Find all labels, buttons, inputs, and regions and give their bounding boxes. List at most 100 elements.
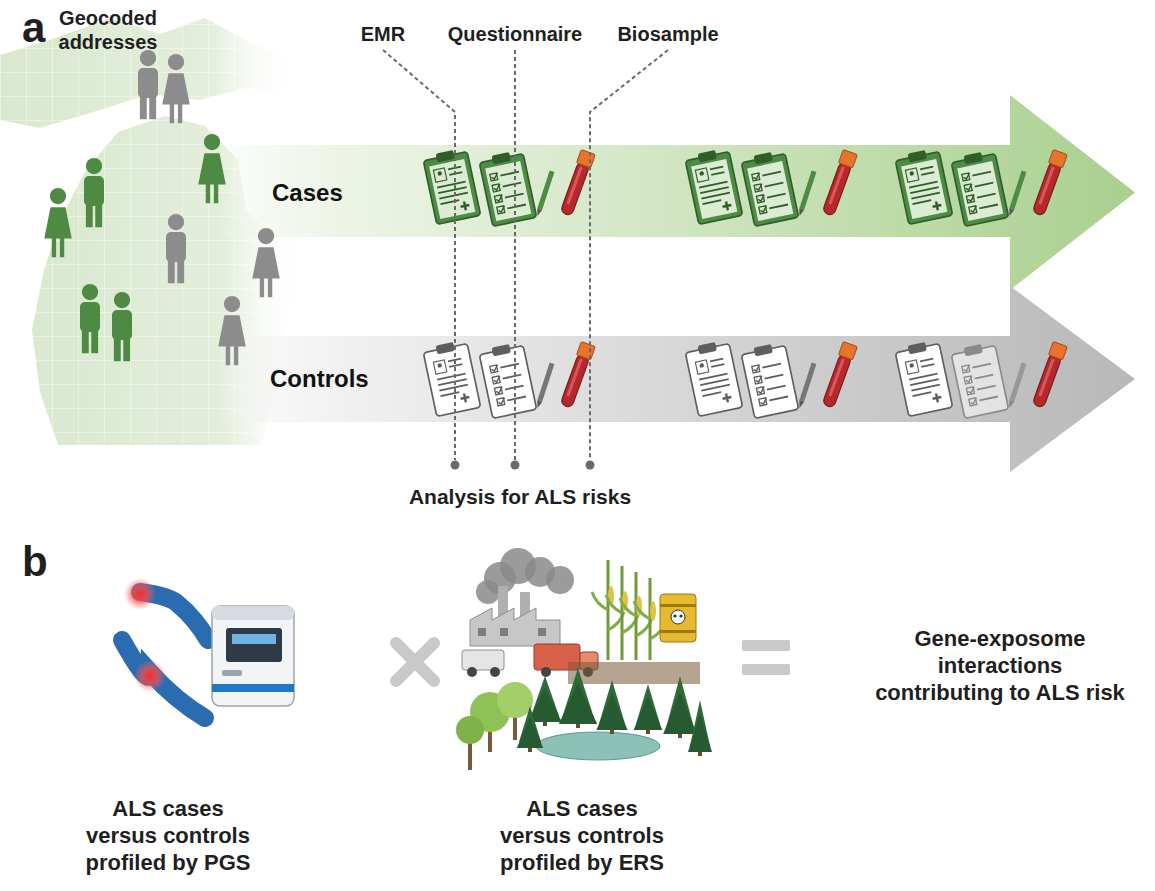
person-leg bbox=[214, 183, 218, 203]
tube-body bbox=[822, 161, 852, 216]
clipboard-board bbox=[479, 154, 536, 227]
question-line bbox=[507, 397, 526, 401]
medical-cross bbox=[722, 201, 733, 212]
clipboard-clip bbox=[436, 150, 455, 162]
clipboard-board bbox=[951, 346, 1008, 419]
sequencer-button bbox=[222, 670, 242, 676]
medical-cross bbox=[932, 393, 943, 404]
check-box bbox=[759, 206, 767, 214]
pine-tree bbox=[663, 692, 697, 734]
environment-illustration bbox=[456, 548, 712, 770]
record-lines bbox=[434, 166, 469, 204]
smoke bbox=[546, 566, 574, 594]
clipboard-clip bbox=[492, 152, 511, 164]
skull-eye bbox=[673, 614, 676, 617]
blood-tube bbox=[821, 150, 858, 217]
wheel bbox=[490, 667, 500, 677]
photo-head bbox=[699, 363, 704, 368]
check-mark bbox=[760, 398, 768, 405]
pencil-tip bbox=[1007, 209, 1014, 217]
check-mark bbox=[755, 376, 763, 383]
clipboard-clip bbox=[698, 342, 717, 354]
check-mark bbox=[496, 195, 504, 202]
pencil-body bbox=[1009, 170, 1026, 210]
tube-cap bbox=[576, 342, 595, 360]
tube-cap bbox=[1048, 150, 1067, 168]
leader-line bbox=[383, 50, 455, 460]
clipboard-board bbox=[895, 344, 952, 417]
question-line bbox=[769, 205, 788, 209]
check-mark bbox=[493, 376, 501, 383]
sequencer-window bbox=[232, 634, 276, 644]
person-leg bbox=[260, 277, 264, 297]
person-figure bbox=[138, 50, 158, 119]
person-leg bbox=[234, 345, 238, 365]
annotation-label: ALS cases versus controls profiled by ER… bbox=[492, 796, 672, 876]
pine-tree bbox=[517, 717, 543, 748]
person-head bbox=[204, 134, 220, 150]
question-line bbox=[975, 375, 994, 379]
check-box bbox=[962, 173, 970, 181]
person-head bbox=[82, 284, 98, 300]
clipboard-board bbox=[685, 152, 742, 225]
clipboard-paper bbox=[747, 161, 793, 221]
question-line bbox=[979, 397, 998, 401]
person-leg bbox=[268, 277, 272, 297]
clipboard-board bbox=[895, 152, 952, 225]
wheel bbox=[541, 667, 551, 677]
clipboard-paper bbox=[747, 353, 793, 413]
band-label: Cases bbox=[272, 179, 343, 207]
person-leg bbox=[91, 327, 98, 353]
person-leg bbox=[226, 345, 230, 365]
person-leg bbox=[206, 183, 210, 203]
equals-sign bbox=[742, 640, 790, 651]
check-box bbox=[752, 173, 760, 181]
emr-clipboard bbox=[422, 339, 480, 416]
clipboard-paper bbox=[429, 159, 475, 219]
question-line bbox=[507, 205, 526, 209]
check-box bbox=[494, 387, 502, 395]
question-line bbox=[762, 172, 781, 176]
sequencer-top bbox=[212, 606, 294, 620]
annotation-label: Questionnaire bbox=[448, 22, 582, 46]
check-box bbox=[969, 398, 977, 406]
clipboard-board bbox=[951, 154, 1008, 227]
check-box bbox=[966, 195, 974, 203]
check-box bbox=[962, 365, 970, 373]
record-lines bbox=[906, 166, 941, 204]
annotation-label: Gene-exposome interactions contributing … bbox=[873, 626, 1127, 706]
question-line bbox=[505, 194, 524, 198]
clipboard-clip bbox=[964, 344, 983, 356]
tube-body bbox=[1032, 161, 1062, 216]
clipboard-paper bbox=[901, 351, 947, 411]
band-arrow bbox=[220, 286, 1135, 472]
person-leg bbox=[178, 103, 182, 123]
question-line bbox=[979, 205, 998, 209]
questionnaire-clipboard bbox=[740, 149, 798, 226]
sequencer-body bbox=[212, 606, 294, 706]
clipboard-board bbox=[741, 346, 798, 419]
tube-highlight bbox=[1038, 166, 1054, 205]
medical-cross bbox=[722, 393, 733, 404]
check-mark bbox=[491, 365, 499, 372]
photo-head bbox=[909, 363, 914, 368]
check-box bbox=[756, 195, 764, 203]
photo-box bbox=[905, 168, 919, 182]
panel-letter: a bbox=[22, 2, 45, 53]
question-line bbox=[972, 364, 991, 368]
person-head bbox=[258, 228, 274, 244]
annotation-label: Analysis for ALS risks bbox=[409, 484, 631, 510]
blood-tube bbox=[821, 342, 858, 409]
photo-box bbox=[433, 168, 447, 182]
tube-body bbox=[1032, 353, 1062, 408]
person-figure bbox=[218, 296, 246, 365]
question-line bbox=[977, 194, 996, 198]
window bbox=[478, 628, 486, 636]
check-box bbox=[490, 173, 498, 181]
person-body bbox=[198, 153, 226, 184]
sequencer-screen bbox=[226, 628, 282, 662]
question-line bbox=[769, 397, 788, 401]
